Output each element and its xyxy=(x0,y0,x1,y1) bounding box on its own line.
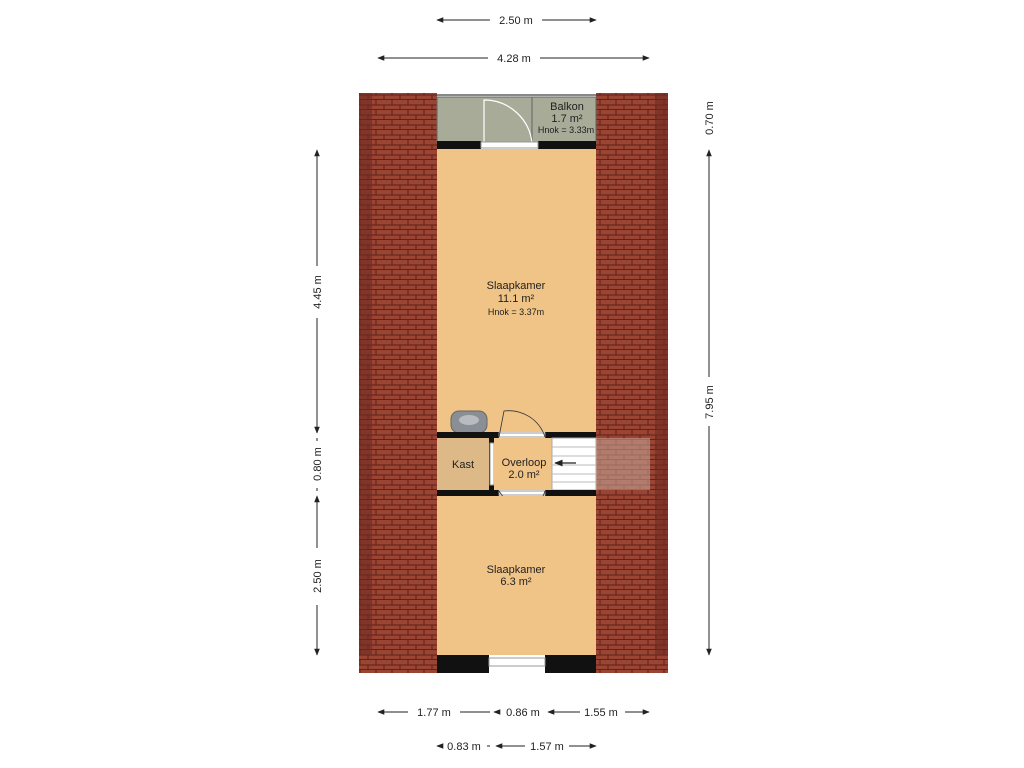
dimension-bottom-e: 1.57 m xyxy=(495,741,597,753)
dimension-bottom-e-label: 1.57 m xyxy=(530,741,564,753)
dimension-right-balcony: 0.70 m xyxy=(704,101,716,135)
balcony-door xyxy=(480,141,539,149)
overloop-name: Overloop xyxy=(502,457,547,469)
door-kast xyxy=(489,442,495,486)
dimension-bottom-d: 0.83 m xyxy=(436,741,490,753)
wall-balcony-right xyxy=(538,141,596,149)
wall-middle-top-right xyxy=(545,432,596,438)
balcony-door-swing xyxy=(483,99,533,144)
balkon-height: Hnok = 3.33m xyxy=(538,125,594,135)
dimension-left-middle: 0.80 m xyxy=(312,438,324,491)
roof-bottom-left xyxy=(359,655,437,673)
wall-balcony xyxy=(437,141,481,149)
wall-middle-top-left xyxy=(437,432,499,438)
slaapkamer-1-area: 11.1 m² xyxy=(498,293,535,305)
room-overloop xyxy=(494,438,552,490)
dimension-left-middle-label: 0.80 m xyxy=(312,447,324,481)
dimension-top-inner: 2.50 m xyxy=(436,15,597,27)
roof-right-edge xyxy=(655,93,668,673)
dimension-bottom-b-label: 0.86 m xyxy=(506,707,540,719)
stairs xyxy=(551,437,650,491)
overloop-area: 2.0 m² xyxy=(508,469,540,481)
dimension-right-total-label: 7.95 m xyxy=(704,385,716,419)
kast-name: Kast xyxy=(452,459,474,471)
wall-middle-bottom-right xyxy=(545,490,596,496)
dimension-bottom-c: 1.55 m xyxy=(547,707,650,719)
dimension-bottom-d-label: 0.83 m xyxy=(447,741,481,753)
roof-left-edge xyxy=(359,93,372,673)
balkon-area: 1.7 m² xyxy=(551,113,583,125)
door-bedroom-1 xyxy=(498,432,546,438)
window-bottom xyxy=(488,657,546,667)
slaapkamer-1-height: Hnok = 3.37m xyxy=(488,307,544,317)
dimension-bottom-a: 1.77 m xyxy=(377,707,490,719)
wall-middle-bottom-left xyxy=(437,490,499,496)
door-bedroom-2 xyxy=(498,490,546,496)
room-slaapkamer-1 xyxy=(437,149,596,432)
dimension-left-upper-label: 4.45 m xyxy=(312,275,324,309)
room-kast xyxy=(437,438,489,490)
dimension-bottom-a-label: 1.77 m xyxy=(417,707,451,719)
dimension-right-total: 7.95 m xyxy=(704,149,716,656)
dimension-left-lower: 2.50 m xyxy=(312,495,324,656)
dimension-bottom-c-label: 1.55 m xyxy=(584,707,618,719)
dimension-right-balcony-label: 0.70 m xyxy=(704,101,716,135)
slaapkamer-2-name: Slaapkamer xyxy=(487,564,546,576)
dimension-top-inner-label: 2.50 m xyxy=(499,15,533,27)
room-slaapkamer-2 xyxy=(437,496,596,655)
balkon-name: Balkon xyxy=(550,101,584,113)
dimension-bottom-b: 0.86 m xyxy=(493,707,540,719)
dimension-top-outer-label: 4.28 m xyxy=(497,53,531,65)
door-bedroom-1-swing xyxy=(498,410,546,438)
wall-bottom-left xyxy=(437,655,489,673)
roof-bottom-right xyxy=(596,655,668,673)
dimension-left-lower-label: 2.50 m xyxy=(312,559,324,593)
slaapkamer-1-name: Slaapkamer xyxy=(487,280,546,292)
wall-bottom-right xyxy=(545,655,596,673)
dimension-top-outer: 4.28 m xyxy=(377,53,650,65)
slaapkamer-2-area: 6.3 m² xyxy=(500,576,532,588)
dimension-left-upper: 4.45 m xyxy=(312,149,324,434)
